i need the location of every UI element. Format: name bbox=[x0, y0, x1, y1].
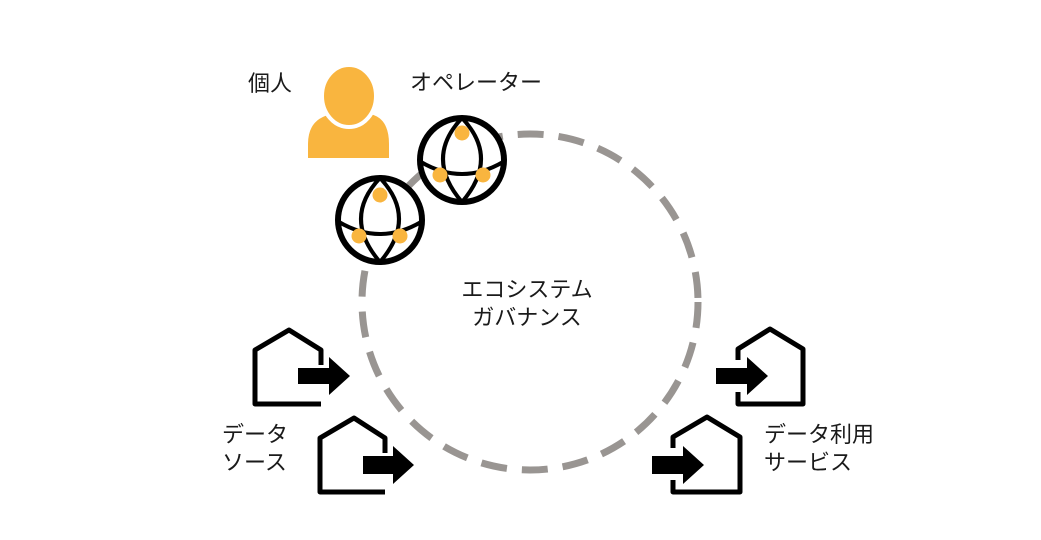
data-source-label-line1: データ bbox=[222, 423, 288, 448]
data-usage-label-line1: データ利用 bbox=[764, 423, 874, 448]
governance-label-line1: エコシステム bbox=[461, 278, 592, 303]
operator-label: オペレーター bbox=[410, 71, 542, 96]
governance-dashed-circle bbox=[358, 130, 702, 474]
house-arrow-out-icon bbox=[317, 415, 414, 495]
network-node-icon bbox=[417, 115, 507, 205]
data-usage-label-line2: サービス bbox=[764, 451, 852, 476]
governance-label-line2: ガバナンス bbox=[472, 306, 582, 331]
data-source-label-line2: ソース bbox=[222, 451, 287, 476]
house-arrow-in-icon bbox=[716, 326, 806, 407]
network-node-icon bbox=[335, 175, 425, 265]
house-arrow-in-icon bbox=[652, 414, 743, 495]
house-arrow-out-icon bbox=[252, 327, 350, 407]
individual-label: 個人 bbox=[248, 72, 292, 97]
person-icon bbox=[308, 63, 389, 158]
